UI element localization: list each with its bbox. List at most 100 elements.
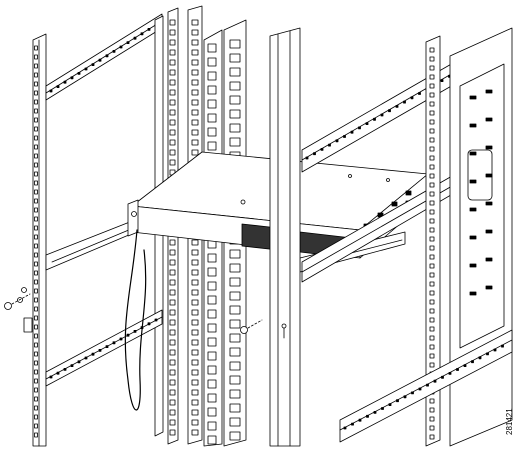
rack-hole [320, 147, 324, 151]
rack-hole [207, 407, 217, 417]
rack-hole [229, 109, 241, 119]
rack-hole [229, 95, 241, 105]
rack-hole [229, 361, 241, 371]
rack-hole [191, 429, 199, 436]
rack-hole [169, 279, 176, 286]
rack-hole [140, 32, 144, 36]
rack-hole [34, 45, 38, 51]
rack-hole [493, 348, 497, 352]
rack-hole [429, 56, 435, 62]
rack-hole [34, 180, 38, 186]
rack-hole [229, 81, 241, 91]
rack-hole [70, 76, 74, 80]
rack-hole [429, 353, 435, 359]
rack-hole [169, 399, 176, 406]
rack-hole [169, 409, 176, 416]
rack-hole [169, 149, 176, 156]
rack-hole [429, 335, 435, 341]
rack-hole [112, 50, 116, 53]
rack-hole [169, 239, 176, 246]
rack-hole [191, 299, 199, 306]
rack-hole [207, 113, 217, 123]
rack-hole [34, 189, 38, 195]
rack-hole [191, 19, 199, 26]
rack-hole [429, 344, 435, 350]
rack-hole [229, 39, 241, 49]
rack-hole [98, 58, 102, 62]
rack-hole [456, 368, 459, 371]
rack-left-rail [32, 13, 164, 447]
rack-hole [191, 39, 199, 46]
rack-hole [169, 249, 176, 256]
rack-hole [429, 110, 435, 116]
rack-hole [169, 69, 176, 76]
rack-hole [469, 123, 477, 128]
rack-hole [366, 414, 369, 418]
rack-hole [169, 89, 176, 96]
rack-hole [207, 337, 217, 347]
rack-hole [373, 410, 377, 414]
rack-hole [169, 119, 176, 126]
rack-hole [169, 59, 176, 66]
rack-hole [169, 379, 176, 386]
rack-hole [191, 349, 199, 356]
panel-slots [469, 89, 493, 296]
rack-hole [429, 290, 435, 296]
rack-hole [34, 351, 38, 357]
rack-hole [70, 364, 74, 368]
rack-hole [169, 29, 176, 36]
rack-hole [34, 396, 38, 402]
rack-hole [191, 319, 199, 326]
rack-hole [169, 99, 176, 106]
rack-hole [169, 369, 176, 376]
rack-hole [410, 96, 414, 100]
rack-hole [169, 159, 176, 166]
rack-hole [77, 72, 81, 75]
rack-hole [191, 389, 199, 396]
rack-hole [191, 249, 199, 256]
rack-hole [56, 371, 60, 375]
rack-hole [380, 113, 384, 117]
rack-hole [429, 398, 435, 404]
rack-hole [34, 135, 38, 141]
rack-hole [418, 92, 421, 95]
rack-hole [154, 318, 158, 322]
rack-hole [403, 395, 407, 399]
rack-hole [463, 364, 467, 368]
rack-hole [207, 71, 217, 81]
rack-hole [229, 277, 241, 287]
rack-hole [169, 289, 176, 296]
rack-hole [34, 360, 38, 366]
rack-hole [84, 67, 88, 71]
rack-hole [105, 345, 109, 349]
rack-hole [63, 80, 67, 84]
rack-hole [34, 126, 38, 132]
rack-hole [429, 245, 435, 251]
rack-hole [429, 146, 435, 152]
rack-hole [191, 309, 199, 316]
rack-hole [429, 173, 435, 179]
rack-hole [395, 105, 399, 108]
rack-hole [411, 391, 414, 395]
rack-hole [169, 19, 176, 26]
rack-hole [485, 117, 493, 122]
rack-hole [191, 59, 199, 66]
rack-hole [34, 72, 38, 78]
rack-hole [388, 403, 392, 407]
rack-hole [191, 69, 199, 76]
rack-hole [429, 272, 435, 278]
rack-hole [429, 236, 435, 242]
rack-hole [501, 344, 504, 348]
rack-hole [429, 326, 435, 332]
rack-hole [429, 218, 435, 224]
rack-hole [207, 323, 217, 333]
rack-hole [229, 291, 241, 301]
rack-hole [34, 171, 38, 177]
rack-hole [133, 329, 137, 333]
rack-right-frame [301, 27, 513, 447]
rack-hole [34, 414, 38, 420]
rack-hole [469, 179, 477, 184]
rack-hole [207, 379, 217, 389]
rack-hole [229, 319, 241, 329]
